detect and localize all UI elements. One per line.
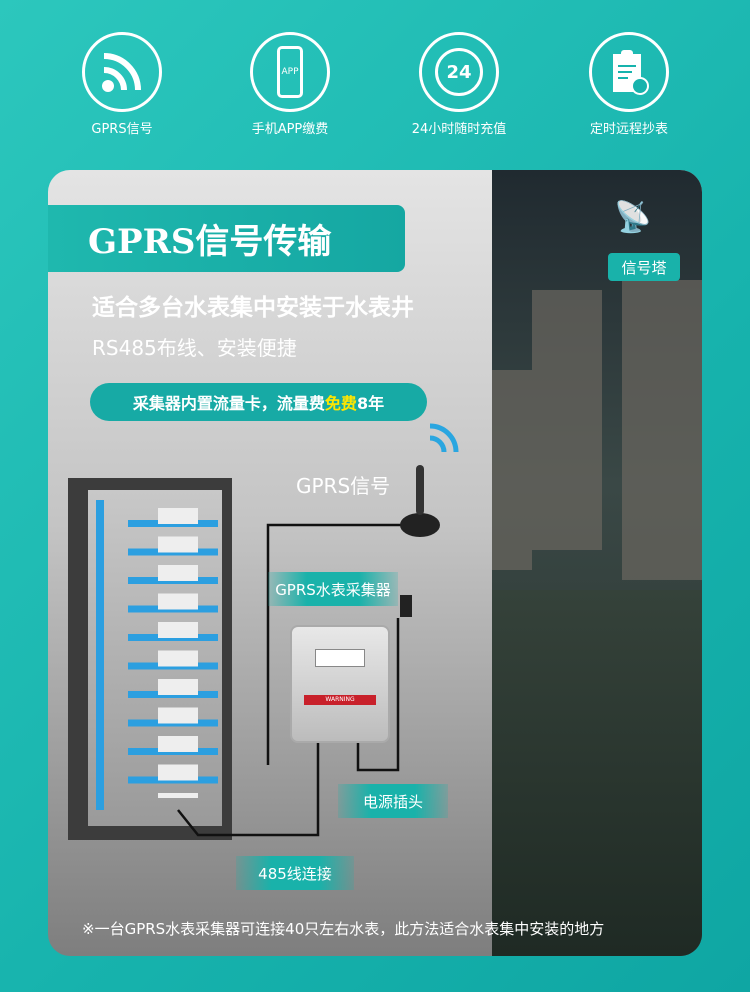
meter-well [68, 478, 232, 840]
gprs-card: 📡 信号塔 GPRS信号传输 适合多台水表集中安装于水表井 RS485布线、安装… [48, 170, 702, 956]
feature-label: 手机APP缴费 [251, 122, 329, 137]
feature-label: GPRS信号 [91, 122, 153, 137]
pill-highlight: 免费 [324, 394, 357, 413]
page-title: GPRS信号传输 [48, 205, 405, 272]
collector-label: GPRS水表采集器 [268, 572, 398, 606]
city-photo [492, 170, 702, 956]
clock-text: 24 [435, 48, 483, 96]
feature-remote-read: 定时远程抄表 [569, 32, 689, 137]
tower-label: 信号塔 [608, 253, 680, 281]
feature-gprs: GPRS信号 [62, 32, 182, 137]
power-plug-label: 电源插头 [338, 784, 448, 818]
feature-app: APP 手机APP缴费 [230, 32, 350, 137]
rs485-label: 485线连接 [236, 856, 354, 890]
gprs-signal-label: GPRS信号 [296, 474, 391, 498]
footnote: ※一台GPRS水表采集器可连接40只左右水表，此方法适合水表集中安装的地方 [82, 920, 605, 938]
gprs-collector-device: WARNING [290, 625, 390, 743]
water-meters [158, 508, 198, 798]
subtitle: 适合多台水表集中安装于水表井 [92, 295, 414, 321]
clipboard-meter-icon [589, 32, 669, 112]
app-text: APP [277, 46, 303, 98]
warning-label: WARNING [304, 695, 376, 705]
stopwatch-24-icon: 24 [419, 32, 499, 112]
wifi-signal-icon [82, 32, 162, 112]
feature-24h: 24 24小时随时充值 [399, 32, 519, 137]
feature-label: 定时远程抄表 [589, 122, 668, 137]
pill-suffix: 8年 [356, 394, 385, 413]
feature-label: 24小时随时充值 [411, 122, 507, 137]
subtitle-secondary: RS485布线、安装便捷 [92, 336, 297, 360]
tower-icon: 📡 [614, 200, 652, 235]
pill-text: 采集器内置流量卡，流量费 [132, 394, 325, 413]
phone-app-icon: APP [250, 32, 330, 112]
cable-lines [177, 423, 459, 837]
